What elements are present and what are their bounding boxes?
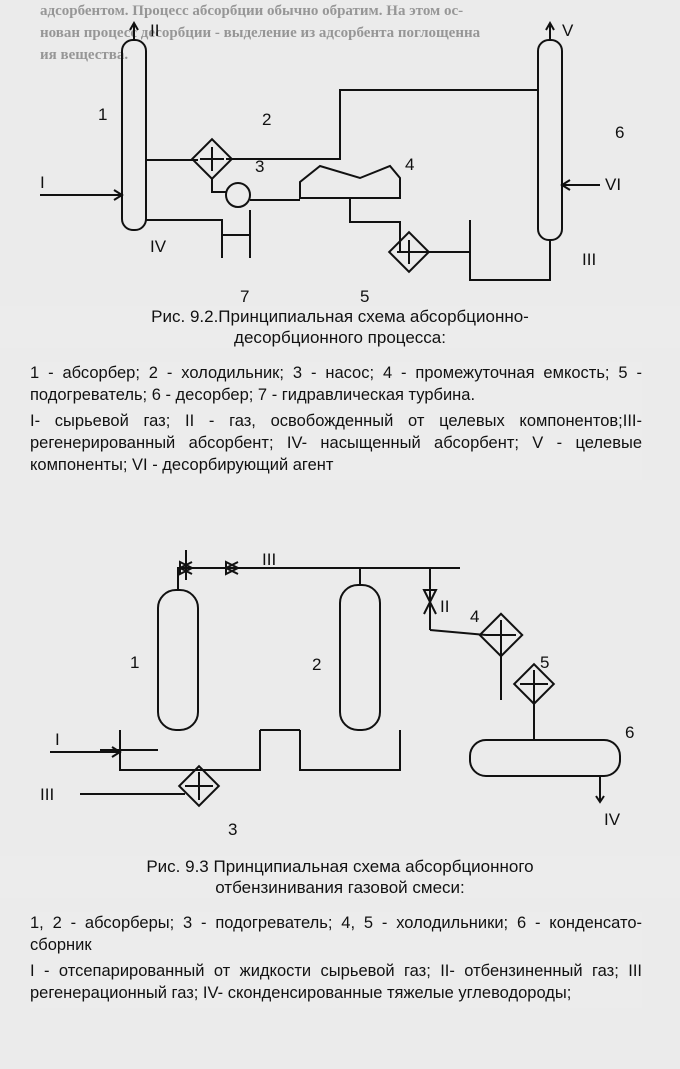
- label-1: 1: [98, 105, 107, 124]
- label-4: 4: [470, 607, 479, 626]
- label-stream-I: I: [55, 730, 60, 749]
- background-line: адсорбентом. Процесс абсорбции обычно об…: [40, 3, 464, 19]
- pump-symbol: [225, 182, 251, 208]
- figure-9-2-caption: Рис. 9.2.Принципиальная схема абсорбцион…: [0, 306, 680, 348]
- label-4: 4: [405, 155, 414, 174]
- label-stream-IV: IV: [604, 810, 621, 829]
- absorber-column: [121, 39, 147, 231]
- label-5: 5: [360, 287, 369, 306]
- legend-equipment: 1 - абсорбер; 2 - холодильник; 3 - насос…: [30, 364, 642, 404]
- cooler-symbol: [478, 612, 524, 658]
- label-6: 6: [625, 723, 634, 742]
- figure-9-3-caption: Рис. 9.3 Принципиальная схема абсорбцион…: [0, 856, 680, 898]
- label-stream-II: II: [440, 597, 449, 616]
- label-stream-V: V: [562, 21, 574, 40]
- label-3: 3: [255, 157, 264, 176]
- figure-9-2-diagram: II 1 2 3 4 I IV 7 5 V 6 VI III: [40, 20, 624, 306]
- cooler-symbol: [512, 662, 556, 706]
- condensate-separator: [469, 739, 621, 777]
- desorber-column: [537, 39, 563, 241]
- absorber-column: [157, 589, 199, 731]
- label-stream-III-bottom: III: [40, 785, 54, 804]
- intermediate-vessel: [299, 164, 401, 199]
- label-stream-III: III: [582, 250, 596, 269]
- valve-symbol: [422, 589, 438, 615]
- label-2: 2: [312, 655, 321, 674]
- caption-line: отбензинивания газовой смеси:: [215, 878, 465, 897]
- figure-9-3-diagram: III II 4 1 2 5 6 I III 3 IV: [40, 550, 634, 839]
- figure-9-3-legend: 1, 2 - абсорберы; 3 - подогреватель; 4, …: [30, 912, 642, 1008]
- label-stream-I: I: [40, 173, 45, 192]
- cooler-symbol: [190, 137, 234, 181]
- caption-line: десорбционного процесса:: [234, 328, 446, 347]
- background-line: ия вещества.: [40, 47, 129, 63]
- background-line: нован процесс десорбции - выделение из а…: [40, 25, 481, 41]
- figure-9-2-legend: 1 - абсорбер; 2 - холодильник; 3 - насос…: [30, 362, 642, 480]
- caption-line: Рис. 9.3 Принципиальная схема абсорбцион…: [146, 857, 534, 876]
- valve-symbol: [177, 560, 195, 576]
- legend-streams: I - отсепарированный от жидкости сырьево…: [30, 962, 642, 1002]
- legend-streams: I- сырьевой газ; II - газ, освобожденный…: [30, 412, 642, 474]
- valve-symbol: [223, 560, 241, 576]
- heater-symbol: [387, 230, 431, 274]
- background-text-block: адсорбентом. Процесс абсорбции обычно об…: [40, 0, 650, 66]
- heater-symbol: [177, 764, 221, 808]
- absorber-column: [339, 584, 381, 731]
- label-stream-III: III: [262, 550, 276, 569]
- label-stream-VI: VI: [605, 175, 621, 194]
- caption-line: Рис. 9.2.Принципиальная схема абсорбцион…: [151, 307, 529, 326]
- label-stream-IV: IV: [150, 237, 167, 256]
- legend-equipment: 1, 2 - абсорберы; 3 - подогреватель; 4, …: [30, 914, 642, 954]
- label-3: 3: [228, 820, 237, 839]
- label-1: 1: [130, 653, 139, 672]
- label-2: 2: [262, 110, 271, 129]
- label-5: 5: [540, 653, 549, 672]
- label-stream-II: II: [150, 21, 159, 40]
- label-7: 7: [240, 287, 249, 306]
- label-6: 6: [615, 123, 624, 142]
